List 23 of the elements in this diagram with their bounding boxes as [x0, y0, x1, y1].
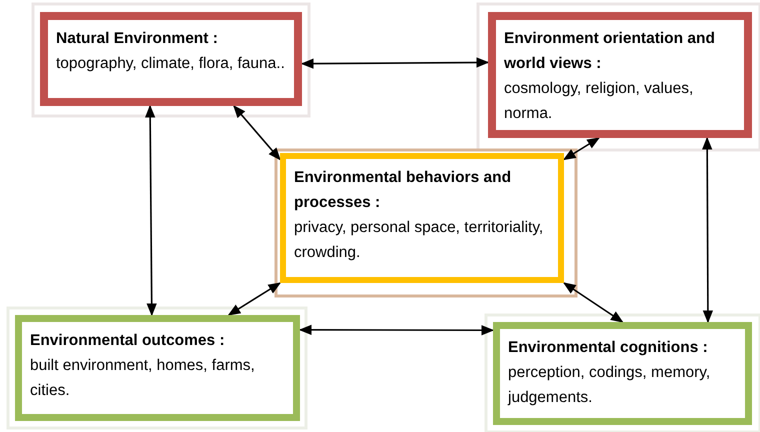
double-arrow — [562, 137, 600, 160]
double-arrow — [228, 282, 282, 316]
box-text: built environment, homes, farms, cities. — [30, 356, 256, 401]
box-heading: Environmental behaviors and processes : — [294, 168, 512, 213]
double-arrow — [702, 136, 714, 324]
box-heading: Environmental cognitions : — [508, 338, 709, 358]
box-heading: Environment orientation and world views : — [504, 29, 716, 74]
double-arrow — [562, 282, 624, 323]
double-arrow — [145, 104, 157, 316]
box-text: perception, codings, memory, judgements. — [508, 363, 712, 408]
double-arrow — [233, 105, 281, 160]
double-arrow — [298, 324, 494, 336]
box-text: topography, climate, flora, fauna.. — [56, 54, 286, 74]
concept-box — [40, 12, 302, 106]
box-heading: Environmental outcomes : — [30, 331, 226, 351]
concept-box — [280, 153, 564, 283]
box-text: cosmology, religion, values, norma. — [504, 79, 694, 124]
box-text: privacy, personal space, territoriality, crowding. — [294, 218, 544, 263]
double-arrow — [300, 57, 490, 69]
concept-box — [15, 315, 300, 421]
box-heading: Natural Environment : — [56, 29, 219, 49]
concept-box — [493, 322, 752, 425]
concept-box — [488, 12, 752, 138]
